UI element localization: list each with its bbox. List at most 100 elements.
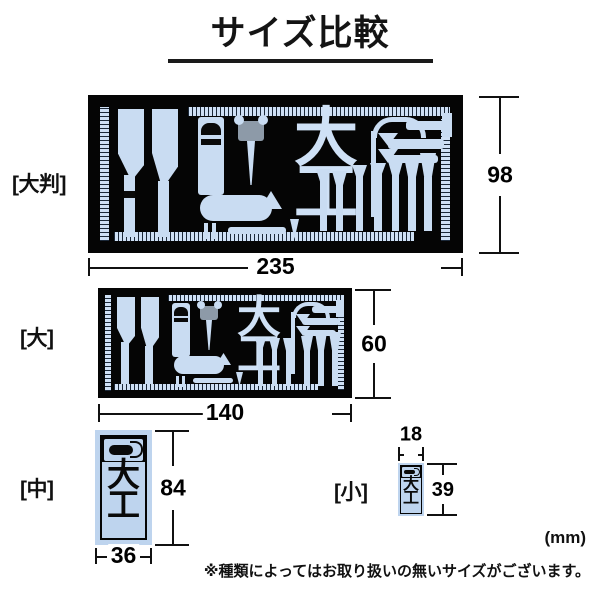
dimension-dai-height: 60 [355, 289, 391, 399]
bow-saw-arm-icon [371, 131, 376, 217]
sticker-kanji-sho: 大工 [402, 474, 419, 508]
chisel-2-icon [374, 169, 382, 231]
saw-handle-2-icon [145, 346, 153, 384]
sticker-preview-chu: 大工 [95, 430, 152, 545]
kanji-field-sho: 大工 [401, 474, 421, 513]
ruler-right-icon [338, 304, 344, 390]
sumitsubo-body-icon [238, 121, 264, 141]
chisel-5-head-icon [315, 332, 327, 354]
saw-handle-2-icon [158, 181, 169, 237]
punch-icon [290, 219, 299, 239]
plane-handle-icon [130, 441, 143, 458]
sumitsubo-right-wing-icon [214, 301, 222, 309]
dimension-chu-height: 84 [155, 430, 189, 546]
chisel-3-head-icon [283, 338, 294, 352]
awl-2-icon [182, 376, 185, 387]
sumitsubo-left-wing-icon [234, 115, 244, 125]
dimension-value-39: 39 [431, 477, 455, 502]
chisel-1-head-icon [255, 338, 266, 348]
sticker-preview-ooban: 大工 [88, 95, 463, 253]
sumitsubo-pin-icon [247, 141, 255, 185]
dimension-value-98: 98 [487, 161, 513, 189]
saw-blade-2-icon [141, 297, 159, 353]
dimension-bar-left [97, 556, 107, 558]
dimension-bar-right [418, 454, 422, 456]
square-ruler-icon [193, 378, 233, 383]
size-label-sho: [小] [334, 481, 368, 504]
hammer-head-icon [336, 300, 344, 317]
ruler-bottom-icon [114, 384, 318, 390]
dimension-value-140: 140 [202, 401, 248, 425]
chisel-2-head-icon [370, 163, 386, 175]
saw-ferrule-icon [124, 191, 135, 198]
chisel-4-head-icon [404, 157, 420, 181]
dimension-bar-right [140, 556, 150, 558]
dimension-bar-left [400, 454, 404, 456]
awl-1-icon [204, 223, 208, 239]
plane-blade-slot-icon [174, 307, 188, 316]
plane-motif-panel [402, 467, 420, 477]
awl-2-icon [212, 223, 216, 239]
page-header: サイズ比較 [0, 14, 600, 63]
plane-body-icon [109, 445, 133, 455]
dimension-bar-left [90, 267, 248, 269]
saw-blade-2-icon [152, 109, 178, 189]
dimension-sho-height: 39 [427, 463, 457, 516]
dimension-bar-top [172, 432, 174, 466]
saw-handle-icon [124, 175, 135, 237]
hammer-head-icon [442, 113, 452, 137]
chisel-6-icon [332, 350, 338, 386]
dimension-bar-top [373, 291, 375, 325]
sticker-artwork-chu: 大工 [100, 435, 147, 540]
chisel-6-head-icon [316, 169, 331, 183]
dimension-bar-left [100, 413, 204, 415]
dimension-bar-bottom [373, 363, 375, 397]
dimension-bar-right [441, 267, 461, 269]
hammer-handle-icon [312, 306, 340, 313]
ruler-right-icon [441, 119, 450, 241]
punch-icon [236, 372, 243, 386]
saw-handle-icon [121, 342, 129, 384]
sticker-artwork-sho: 大工 [400, 465, 422, 514]
dimension-ooban-width: 235 [88, 255, 463, 279]
dimension-value-84: 84 [160, 474, 186, 502]
chisel-6-head-icon [329, 332, 341, 354]
chisel-2-icon [272, 346, 277, 386]
mallet-handle-icon [388, 139, 444, 149]
dimension-bar-bottom [172, 510, 174, 544]
plane-motif-panel [104, 439, 143, 461]
mallet-handle-icon [302, 318, 340, 325]
ruler-left-icon [100, 107, 109, 241]
title-underline [167, 58, 433, 63]
dimension-value-60: 60 [361, 330, 387, 358]
ruler-top-icon [188, 107, 450, 116]
sticker-artwork-dai: 大工 [98, 288, 352, 398]
plane-wedge-icon [174, 318, 188, 322]
sticker-preview-dai: 大工 [98, 288, 352, 398]
chisel-6-icon [320, 179, 327, 231]
sticker-artwork-ooban: 大工 [88, 95, 463, 253]
dimension-bar-bottom [499, 196, 501, 252]
plane-handle-icon [414, 468, 420, 476]
saw-blade-icon [117, 297, 135, 347]
sticker-kanji-chu: 大工 [107, 455, 140, 524]
square-ruler-icon [228, 227, 286, 234]
chisel-4-head-icon [301, 336, 313, 354]
saw-blade-icon [118, 109, 144, 181]
chisel-5-icon [424, 177, 432, 231]
page-title: サイズ比較 [210, 14, 390, 53]
chisel-3-icon [286, 348, 291, 386]
ruler-left-icon [105, 295, 111, 391]
sumitsubo-pin-icon [206, 320, 212, 350]
plane-body-icon [172, 303, 190, 357]
dimension-bar-top [442, 465, 444, 475]
dimension-sho-width: 18 [396, 424, 426, 461]
footnote-text: ※種類によってはお取り扱いの無いサイズがございます。 [203, 563, 590, 580]
dimension-bar-right [332, 413, 350, 415]
sticker-preview-sho: 大工 [398, 463, 424, 516]
size-label-dai: [大] [20, 327, 54, 350]
dimension-value-36: 36 [107, 544, 140, 568]
chisel-1-icon [258, 344, 263, 386]
chisel-3-head-icon [388, 161, 403, 177]
chisel-3-icon [392, 173, 399, 231]
